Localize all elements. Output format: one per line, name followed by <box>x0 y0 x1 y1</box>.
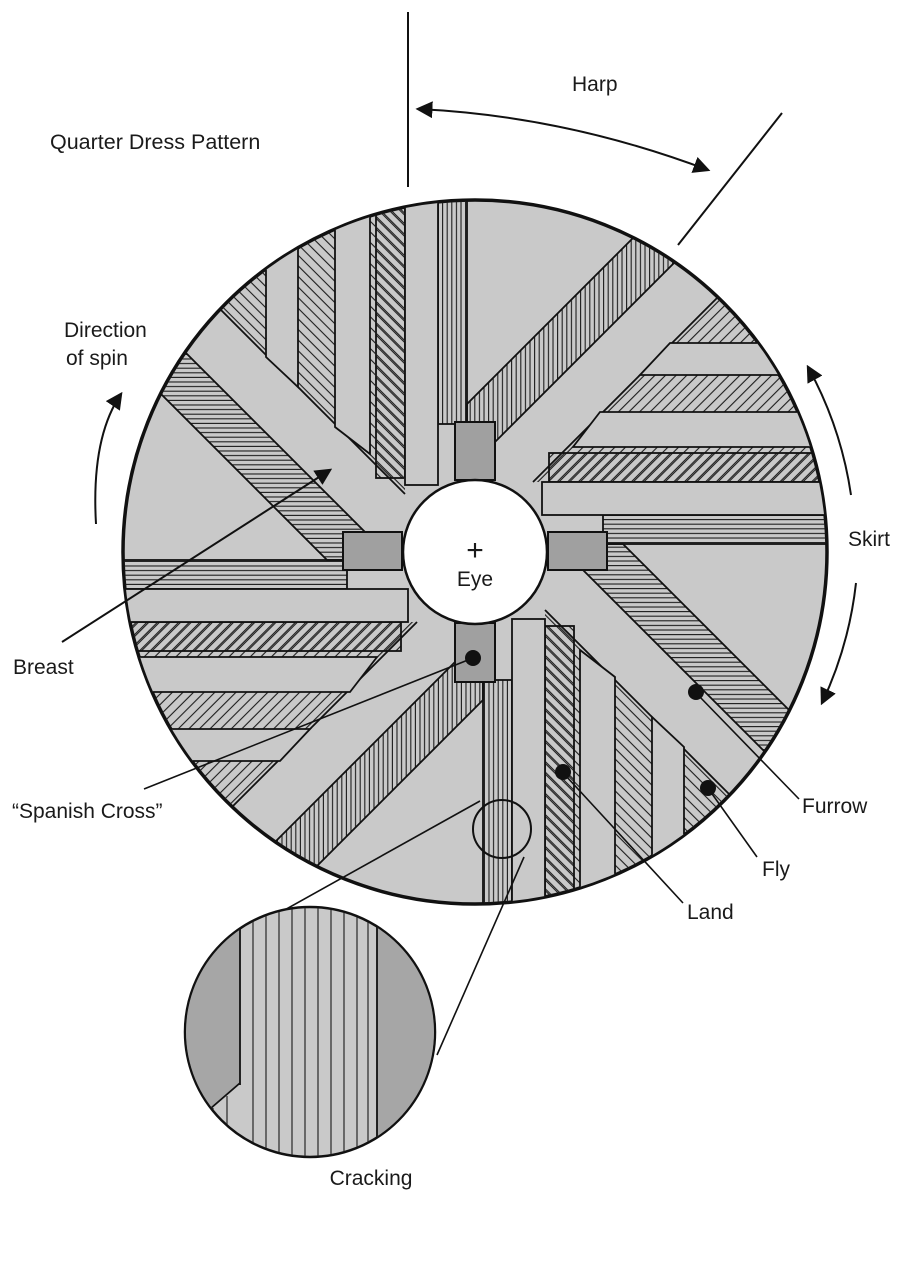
skirt-annotation: Skirt <box>806 364 890 706</box>
harp-annotation: Harp <box>407 12 783 246</box>
direction-of-spin-label-line1: Direction <box>64 319 147 342</box>
fly-label: Fly <box>762 858 790 881</box>
callout-line-right <box>436 856 525 1056</box>
spanish-cross-dot <box>465 650 481 666</box>
land-label: Land <box>687 901 734 924</box>
spin-arrow <box>94 391 123 525</box>
furrow-dot <box>688 684 704 700</box>
eye-circle <box>401 478 549 626</box>
land-dot <box>555 764 571 780</box>
detail-circle <box>183 905 437 1159</box>
spin-annotation: Direction of spin <box>64 319 147 525</box>
direction-of-spin-label-line2: of spin <box>66 347 128 370</box>
skirt-arc-upper <box>806 364 852 496</box>
furrow-label: Furrow <box>802 795 868 818</box>
breast-arrow <box>61 468 333 643</box>
harp-label: Harp <box>572 73 618 96</box>
breast-label: Breast <box>13 656 74 679</box>
fly-dot <box>700 780 716 796</box>
land-leader <box>565 775 684 904</box>
spanish-cross-right-block <box>547 531 608 571</box>
spanish-cross-top-block <box>454 421 496 481</box>
cracking-label: Cracking <box>330 1167 413 1190</box>
cracking-source-circle <box>472 799 532 859</box>
breast-annotation: Breast <box>13 468 333 679</box>
harp-span-arrow <box>415 101 711 173</box>
spanish-cross-leader <box>143 657 474 790</box>
land-annotation: Land <box>555 764 734 924</box>
fly-annotation: Fly <box>700 780 790 881</box>
furrow-leader <box>697 694 800 800</box>
eye-label: Eye <box>457 568 493 591</box>
spanish-cross-label: “Spanish Cross” <box>12 800 163 823</box>
skirt-arc-lower <box>820 582 857 706</box>
crack-lines <box>212 908 369 1156</box>
spanish-cross-left-block <box>342 531 403 571</box>
fly-leader <box>709 790 758 858</box>
skirt-label: Skirt <box>848 528 890 551</box>
spanish-cross-annotation: “Spanish Cross” <box>12 650 481 823</box>
furrow-annotation: Furrow <box>688 684 868 818</box>
eye-center-mark: + <box>466 534 484 567</box>
page-title: Quarter Dress Pattern <box>50 130 260 154</box>
harp-reference-line-diagonal <box>677 112 783 246</box>
